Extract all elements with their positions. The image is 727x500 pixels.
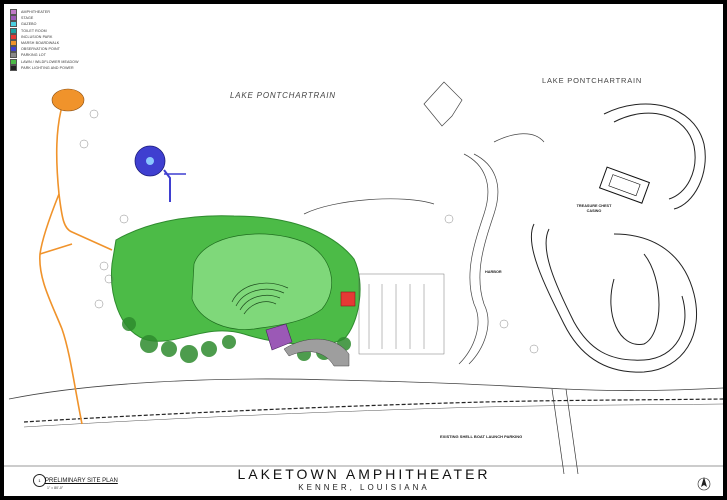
legend-item: MARSH BOARDWALK bbox=[10, 40, 79, 47]
legend-swatch bbox=[10, 46, 17, 53]
railroad-line bbox=[23, 398, 723, 423]
access-road bbox=[283, 338, 350, 367]
legend-item: INCLUSION PARK bbox=[10, 33, 79, 40]
legend-label: STAGE bbox=[21, 16, 34, 21]
harbor-label: HARBOR bbox=[485, 270, 502, 274]
seating-rows bbox=[231, 282, 289, 315]
legend-label: TOILET ROOM bbox=[21, 28, 47, 33]
site-plan-drawing bbox=[4, 81, 723, 491]
project-location: KENNER, LOUISIANA bbox=[298, 483, 430, 492]
casino-building bbox=[598, 166, 651, 204]
sheet-number: 1 bbox=[33, 474, 46, 487]
project-title: LAKETOWN AMPHITHEATER bbox=[237, 466, 491, 482]
legend-swatch bbox=[10, 58, 17, 65]
legend-label: PARK LIGHTING AND POWER bbox=[21, 65, 74, 70]
legend-swatch bbox=[10, 33, 17, 40]
observation-deck-north bbox=[51, 88, 85, 112]
legend-label: MARSH BOARDWALK bbox=[21, 41, 60, 46]
legend-label: INCLUSION PARK bbox=[21, 34, 53, 39]
casino-roads bbox=[530, 103, 706, 373]
amphitheater-bowl bbox=[191, 233, 332, 330]
legend-swatch bbox=[10, 15, 17, 22]
legend-swatch bbox=[10, 9, 17, 16]
legend-swatch bbox=[10, 64, 17, 71]
marsh-boardwalk bbox=[39, 93, 113, 425]
boat-launch-label: EXISTING SHELL BOAT LAUNCH PARKING bbox=[440, 434, 523, 439]
casino-label: TREASURE CHEST CASINO bbox=[576, 204, 612, 213]
legend-label: OBSERVATION POINT bbox=[21, 47, 61, 52]
harbor-area bbox=[303, 81, 545, 365]
sheet-title: PRELIMINARY SITE PLAN bbox=[45, 478, 118, 484]
legend-swatch bbox=[10, 40, 17, 47]
legend-swatch bbox=[10, 52, 17, 59]
inclusion-park bbox=[340, 291, 356, 307]
legend-item: STAGE bbox=[10, 15, 79, 22]
trees bbox=[79, 109, 539, 354]
legend-item: AMPHITHEATER bbox=[10, 9, 79, 16]
legend-swatch bbox=[10, 21, 17, 28]
legend-item: PARK LIGHTING AND POWER bbox=[10, 64, 79, 71]
north-arrow-icon bbox=[697, 477, 711, 491]
stage-area bbox=[265, 323, 293, 351]
legend-label: LAWN / WILDFLOWER MEADOW bbox=[21, 59, 79, 64]
boat-launch-road bbox=[551, 388, 579, 475]
legend-label: AMPHITHEATER bbox=[21, 10, 51, 15]
lake-label-right: LAKE PONTCHARTRAIN bbox=[542, 76, 643, 85]
legend-item: TOILET ROOM bbox=[10, 27, 79, 34]
shoreline bbox=[8, 378, 723, 400]
legend-item: PARKING LOT bbox=[10, 52, 79, 59]
lake-label-center: LAKE PONTCHARTRAIN bbox=[230, 91, 336, 100]
railroad-line-2 bbox=[23, 403, 723, 428]
legend-swatch bbox=[10, 27, 17, 34]
legend-label: PARKING LOT bbox=[21, 53, 46, 58]
parking-lot bbox=[358, 273, 445, 355]
observation-point bbox=[134, 145, 186, 202]
legend-item: GAZEBO bbox=[10, 21, 79, 28]
legend-item: OBSERVATION POINT bbox=[10, 46, 79, 53]
legend-label: GAZEBO bbox=[21, 22, 37, 27]
legend-item: LAWN / WILDFLOWER MEADOW bbox=[10, 58, 79, 65]
sheet-scale: 1" = 80'-0" bbox=[47, 486, 64, 490]
